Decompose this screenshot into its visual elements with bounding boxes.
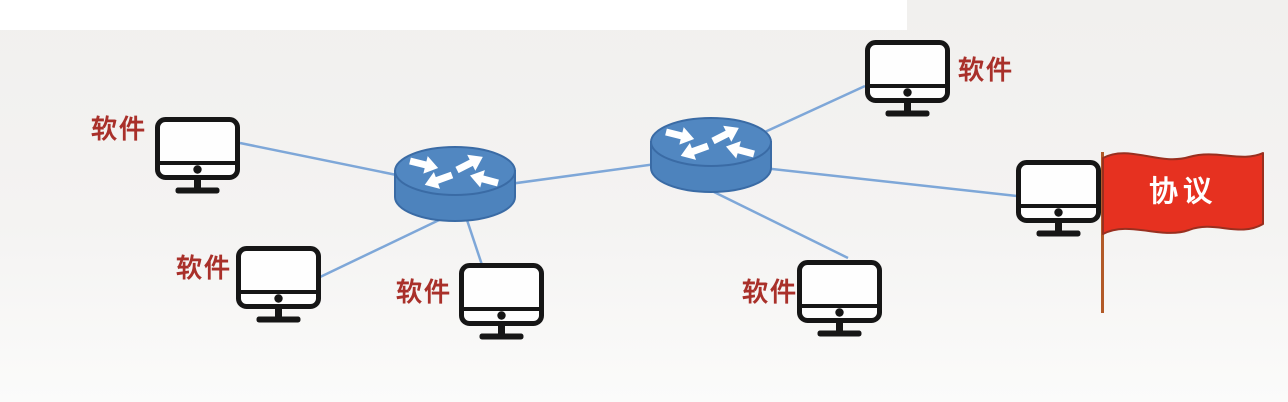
top-white-strip [0, 0, 907, 30]
router-right-icon [651, 118, 771, 192]
protocol-flag [1101, 152, 1264, 313]
software-label-mid-left: 软件 [176, 254, 233, 284]
router-left-icon [395, 147, 515, 221]
software-label-bottom-right: 软件 [742, 278, 799, 308]
link-bottomright-router2 [713, 190, 849, 260]
computer-protocol-icon [1019, 163, 1099, 237]
flag-banner [1102, 152, 1264, 235]
link-midleft-router1 [317, 208, 461, 280]
computer-bottom-center-icon [462, 266, 542, 340]
computer-bottom-right-icon [800, 263, 880, 337]
computer-mid-left-icon [239, 249, 319, 323]
protocol-label: 协议 [1148, 174, 1217, 208]
computer-top-right-icon [868, 43, 948, 117]
software-label-top-left: 软件 [91, 115, 148, 145]
software-label-top-right: 软件 [958, 56, 1015, 86]
link-protocol-router2 [744, 164, 1018, 198]
computer-top-left-icon [158, 120, 238, 194]
software-label-bottom-center: 软件 [396, 278, 453, 308]
